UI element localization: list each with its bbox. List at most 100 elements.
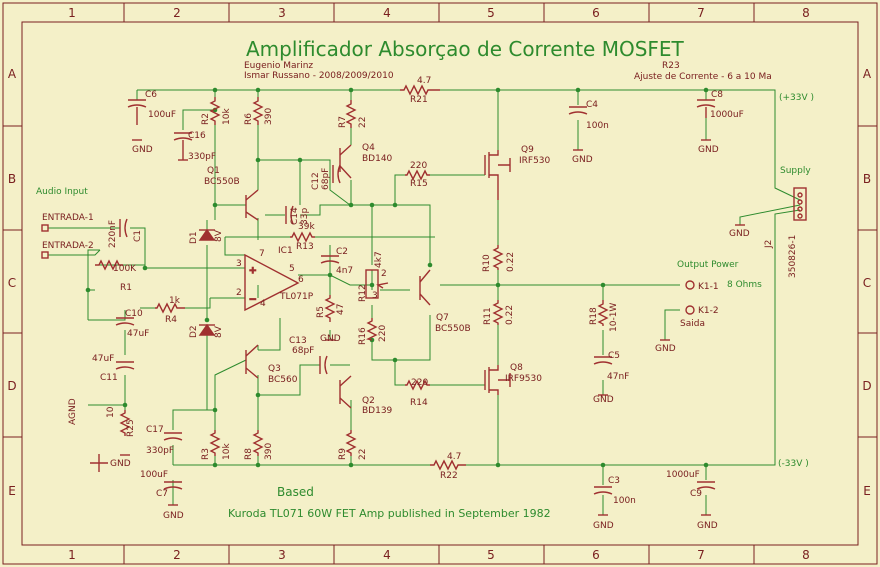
q7-value: BC550B xyxy=(435,324,471,334)
r3-label: R3 xyxy=(201,448,211,460)
row-label-b-right: B xyxy=(863,172,871,186)
q3-value: BC560 xyxy=(268,375,298,385)
r7-value: 22 xyxy=(358,117,368,128)
r5-value: 47 xyxy=(336,304,346,315)
r10-symbol xyxy=(492,245,504,270)
q8-symbol xyxy=(484,365,511,395)
author-2: Ismar Russano - 2008/2009/2010 xyxy=(244,71,394,81)
r14-label: R14 xyxy=(410,398,428,408)
c9-label: C9 xyxy=(690,489,702,499)
r2-label: R2 xyxy=(201,113,211,125)
pin-5: 5 xyxy=(289,264,295,274)
q2-value: BD139 xyxy=(362,406,393,416)
r1-label: R1 xyxy=(120,283,132,293)
crosshair-icon xyxy=(90,454,108,472)
c9-symbol xyxy=(696,481,716,490)
c17-symbol xyxy=(163,432,183,441)
j2-gnd: GND xyxy=(729,229,750,239)
row-label-e-right: E xyxy=(863,484,871,498)
r18-value: 10-1W xyxy=(609,303,619,332)
r6-symbol xyxy=(252,97,264,125)
r11-symbol xyxy=(492,300,504,325)
c5-label: C5 xyxy=(608,351,620,361)
q1-value: BC550B xyxy=(204,177,240,187)
r8-symbol xyxy=(252,430,264,456)
c2-label: C2 xyxy=(336,247,348,257)
r18-symbol xyxy=(597,300,609,326)
c11-symbol xyxy=(115,361,135,370)
c5-gnd: GND xyxy=(593,395,614,405)
r2-symbol xyxy=(209,97,221,125)
col-label-4-bottom: 4 xyxy=(383,548,391,562)
c8-symbol xyxy=(696,99,716,118)
r15-label: R15 xyxy=(410,179,428,189)
schematic-title: Amplificador Absorçao de Corrente MOSFET xyxy=(246,37,685,61)
col-label-5-bottom: 5 xyxy=(487,548,495,562)
entrada1-label: ENTRADA-1 xyxy=(42,213,94,223)
c14-symbol xyxy=(285,205,294,225)
c12-value: 68pF xyxy=(321,168,331,190)
c13-value: 68pF xyxy=(292,346,314,356)
c14-value: 33p xyxy=(300,208,310,225)
audio-input-note: Audio Input xyxy=(36,187,88,197)
supply-note: Supply xyxy=(780,166,811,176)
c4-gnd: GND xyxy=(572,155,593,165)
col-label-8-bottom: 8 xyxy=(802,548,810,562)
r3-value: 10k xyxy=(222,443,232,460)
c13-symbol xyxy=(319,355,328,375)
col-label-2: 2 xyxy=(173,6,181,20)
row-label-d: D xyxy=(7,379,16,393)
r12-value: 4k7 xyxy=(374,251,384,268)
d1-label: D1 xyxy=(189,231,199,244)
col-label-4: 4 xyxy=(383,6,391,20)
q9-label: Q9 xyxy=(521,145,534,155)
c7-symbol xyxy=(163,481,183,490)
c16-value: 330pF xyxy=(188,152,216,162)
c13-label: C13 xyxy=(289,336,307,346)
r21-value: 4.7 xyxy=(417,76,431,86)
col-label-3-bottom: 3 xyxy=(278,548,286,562)
r25-gnd: GND xyxy=(110,459,131,469)
r16-symbol xyxy=(365,318,378,341)
col-label-6-bottom: 6 xyxy=(592,548,600,562)
col-label-1-bottom: 1 xyxy=(68,548,76,562)
d1-value: 8V xyxy=(214,229,224,242)
d2-value: 8V xyxy=(214,325,224,338)
pin-4: 4 xyxy=(260,299,266,309)
r22-label: R22 xyxy=(440,471,458,481)
minus-rail-note: (-33V ) xyxy=(778,459,809,469)
q9-value: IRF530 xyxy=(519,156,551,166)
r12-pin-3: 3 xyxy=(372,291,378,301)
j2-connector xyxy=(793,187,807,221)
r4-symbol xyxy=(155,302,185,314)
row-label-b: B xyxy=(8,172,16,186)
r7-symbol xyxy=(345,100,357,128)
d2-symbol xyxy=(198,323,216,336)
c8-label: C8 xyxy=(711,90,723,100)
q4-symbol xyxy=(339,144,352,179)
k11-terminal xyxy=(685,280,695,290)
r25-symbol xyxy=(119,410,131,436)
col-label-7-bottom: 7 xyxy=(697,548,705,562)
r9-value: 22 xyxy=(358,449,368,460)
r21-label: R21 xyxy=(410,95,428,105)
k12-label: K1-2 xyxy=(698,306,719,316)
q8-label: Q8 xyxy=(510,363,523,373)
c4-value: 100n xyxy=(586,121,609,131)
q8-value: IRF9530 xyxy=(505,374,542,384)
col-label-3: 3 xyxy=(278,6,286,20)
q4-value: BD140 xyxy=(362,154,393,164)
col-label-1: 1 xyxy=(68,6,76,20)
r13-symbol xyxy=(290,231,315,243)
c6-value: 100uF xyxy=(148,110,176,120)
c9-gnd: GND xyxy=(697,521,718,531)
r10-label: R10 xyxy=(482,254,492,272)
plus-rail-note: (+33V ) xyxy=(779,93,814,103)
j2-label: J2 xyxy=(764,240,774,249)
c3-value: 100n xyxy=(613,496,636,506)
r16-label: R16 xyxy=(358,327,368,345)
ic1-label: IC1 xyxy=(278,246,293,256)
row-label-c: C xyxy=(8,276,16,290)
c3-gnd: GND xyxy=(593,521,614,531)
r1-symbol xyxy=(95,259,123,271)
